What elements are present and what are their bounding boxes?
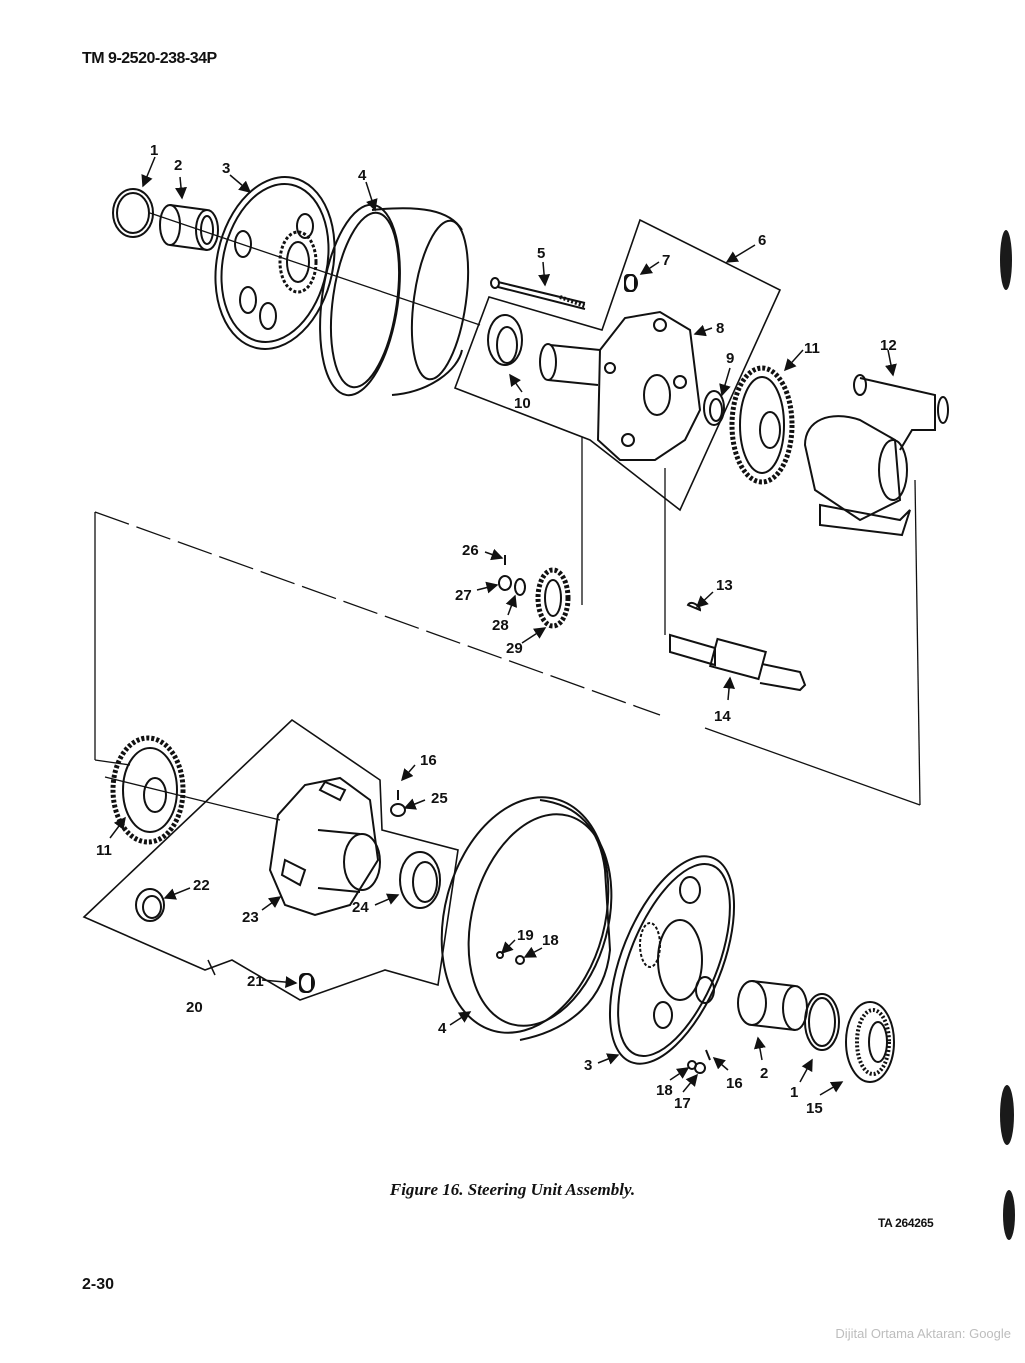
part-6-housing-group-outline (453, 218, 782, 512)
callout-22: 22 (193, 877, 210, 894)
callout-2-top: 2 (174, 157, 182, 174)
figure-caption: Figure 16. Steering Unit Assembly. (389, 1180, 636, 1199)
part-3-carrier-plate (214, 176, 336, 350)
assembly-axis-lines (94, 212, 921, 821)
callout-8: 8 (716, 320, 724, 337)
part-14-shaft (669, 633, 807, 692)
part-20-housing-group-outline (82, 718, 459, 1001)
callout-14: 14 (714, 708, 731, 725)
callout-15: 15 (806, 1100, 823, 1117)
scan-edge-mark (1000, 1085, 1014, 1145)
part-11-gear-top (729, 365, 795, 485)
callout-7: 7 (662, 252, 670, 269)
part-1-retaining-ring (112, 188, 154, 238)
callout-11-top: 11 (804, 340, 820, 357)
part-1-retaining-ring-bottom (804, 993, 840, 1051)
callout-19: 19 (517, 927, 534, 944)
callout-18-bottom: 18 (656, 1082, 673, 1099)
callout-1-bottom: 1 (790, 1084, 798, 1101)
part-22-bushing (135, 888, 165, 922)
part-26-29-pin-nut-washer-gear (498, 555, 571, 629)
callout-23: 23 (242, 909, 259, 926)
page-number: 2-30 (82, 1276, 115, 1293)
callout-16-top: 16 (420, 752, 437, 769)
part-10-bearing-race (487, 314, 523, 366)
part-2-bearing (159, 204, 219, 251)
callout-11-bottom: 11 (96, 842, 112, 859)
callout-2-bottom: 2 (760, 1065, 768, 1082)
callout-28: 28 (492, 617, 509, 634)
scan-edge-mark (1000, 230, 1012, 290)
callout-9: 9 (726, 350, 734, 367)
part-9-thrust-washer (703, 390, 725, 426)
part-16-25-pin-and-nut (390, 790, 406, 817)
part-2-bearing-bottom (737, 980, 808, 1031)
callout-29: 29 (506, 640, 523, 657)
callout-3-top: 3 (222, 160, 230, 177)
callout-20: 20 (186, 999, 203, 1016)
callout-16-bottom: 16 (726, 1075, 743, 1092)
callout-17: 17 (674, 1095, 691, 1112)
callout-26: 26 (462, 542, 479, 559)
callout-3-bottom: 3 (584, 1057, 592, 1074)
callout-13: 13 (716, 577, 733, 594)
part-15-roller-bearing (845, 1001, 895, 1083)
digitizer-watermark: Dijital Ortama Aktaran: Google (835, 1326, 1011, 1341)
part-8-steering-housing (539, 310, 702, 461)
part-7-bushing (624, 274, 638, 292)
part-3-carrier-plate-bottom (608, 855, 736, 1065)
document-header-tm-number: TM 9-2520-238-34P (82, 50, 217, 67)
callout-5: 5 (537, 245, 545, 262)
callout-18-top: 18 (542, 932, 559, 949)
part-12-spider-yoke (803, 374, 949, 537)
callout-1-top: 1 (150, 142, 158, 159)
callout-10: 10 (514, 395, 531, 412)
part-23-steering-housing (268, 776, 381, 917)
scan-edge-mark (1003, 1190, 1015, 1240)
callout-24: 24 (352, 899, 369, 916)
callout-6: 6 (758, 232, 766, 249)
part-16-17-18-hardware (687, 1049, 711, 1074)
callout-4-bottom: 4 (438, 1020, 447, 1037)
part-4-brake-drum (319, 203, 470, 397)
callout-21: 21 (247, 973, 264, 990)
callout-25: 25 (431, 790, 448, 807)
part-21-bushing (299, 973, 315, 993)
part-13-woodruff-key (686, 601, 702, 612)
part-11-gear-bottom (110, 735, 186, 845)
part-4-brake-drum-bottom (440, 796, 613, 1041)
part-24-bearing-race (399, 851, 441, 909)
callout-27: 27 (455, 587, 472, 604)
callout-4-top: 4 (358, 167, 367, 184)
callout-12: 12 (880, 337, 897, 354)
part-5-bolt (490, 277, 586, 310)
figure-code: TA 264265 (878, 1216, 934, 1230)
